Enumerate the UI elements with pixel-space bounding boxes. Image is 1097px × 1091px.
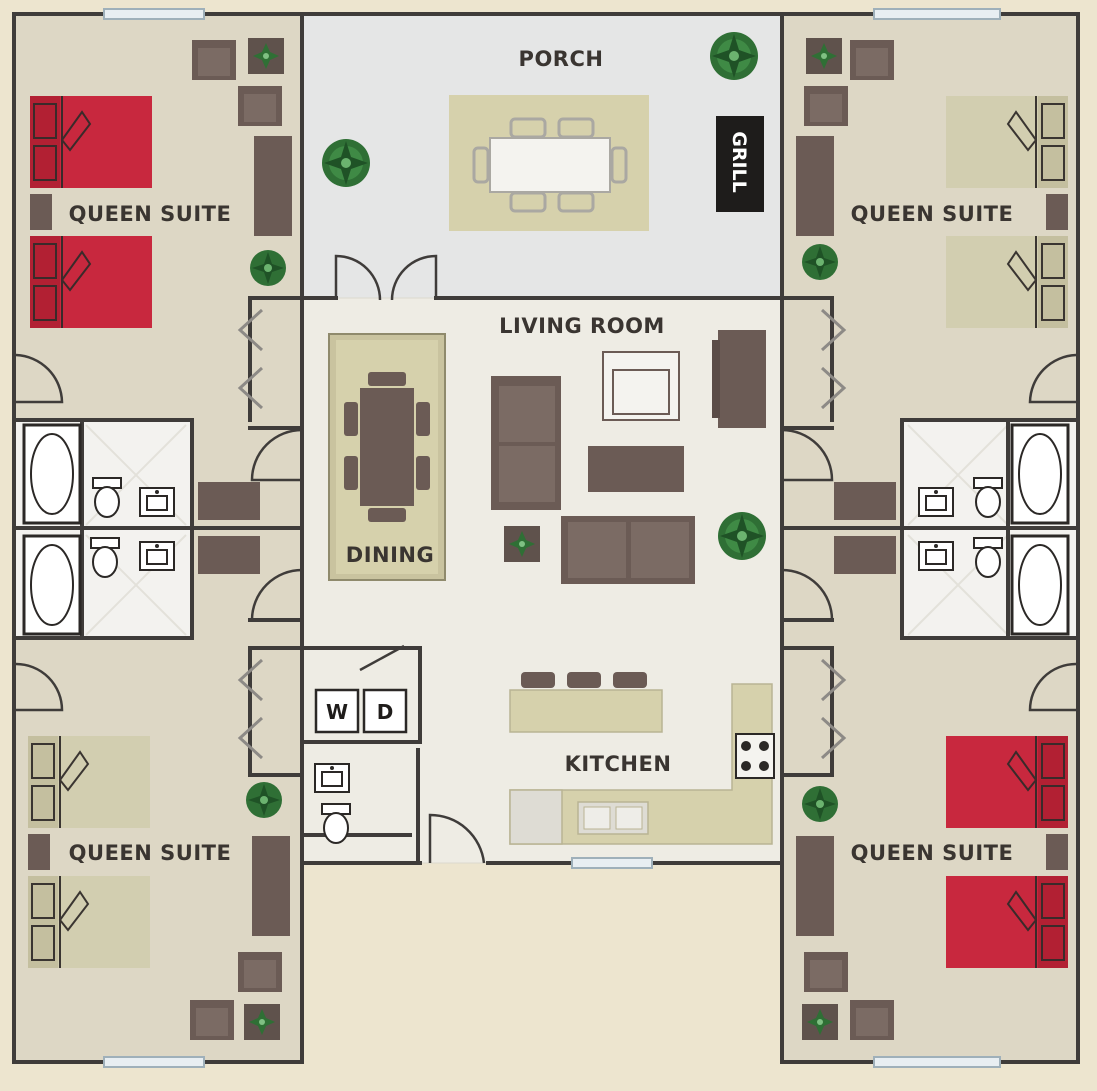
armchair-icon	[190, 1000, 234, 1040]
bed-icon	[946, 736, 1068, 828]
suite-top-right-label: QUEEN SUITE	[851, 202, 1014, 226]
suite-bottom-right-label: QUEEN SUITE	[851, 841, 1014, 865]
dresser	[252, 836, 290, 936]
closet-doors	[237, 308, 847, 760]
grill-label: GRILL	[728, 131, 750, 193]
dresser	[796, 136, 834, 236]
sofa	[491, 376, 561, 510]
bed-icon	[946, 236, 1068, 328]
potted-plant-icon	[248, 38, 284, 74]
toilet-icon	[92, 477, 122, 518]
bathtub-icon	[22, 423, 82, 525]
nightstand	[1046, 194, 1068, 230]
living-room: LIVING ROOM	[491, 314, 766, 584]
armchair-light	[602, 351, 680, 421]
bed-icon	[28, 876, 150, 968]
kitchen: KITCHEN	[509, 672, 775, 845]
tv-cabinet	[712, 330, 766, 428]
armchair-icon	[804, 86, 848, 126]
armchair-icon	[850, 1000, 894, 1040]
sink-icon	[139, 487, 175, 517]
bathtub-icon	[1010, 534, 1070, 636]
kitchen-sink-icon	[577, 801, 649, 835]
living-room-label: LIVING ROOM	[499, 314, 665, 338]
bar-stools	[521, 672, 647, 688]
plant-icon	[802, 786, 838, 822]
bed-icon	[946, 96, 1068, 188]
armchair-icon	[238, 952, 282, 992]
dryer-icon	[362, 688, 408, 734]
nightstand	[1046, 834, 1068, 870]
suite-bottom-left: QUEEN SUITE	[28, 736, 290, 1040]
nightstand	[30, 194, 52, 230]
suite-bottom-left-label: QUEEN SUITE	[69, 841, 232, 865]
bathtub-icon	[1010, 423, 1070, 525]
dresser	[796, 836, 834, 936]
armchair-icon	[850, 40, 894, 80]
laundry: W D	[314, 688, 408, 734]
washer-label: W	[326, 700, 348, 724]
dresser	[254, 136, 292, 236]
windows	[103, 8, 1001, 1068]
toilet-icon	[973, 477, 1003, 518]
plant-icon	[250, 250, 286, 286]
plant-icon	[322, 139, 370, 187]
armchair-icon	[192, 40, 236, 80]
potted-plant-icon	[806, 38, 842, 74]
suite-top-right: QUEEN SUITE	[796, 38, 1068, 328]
bathtub-icon	[22, 534, 82, 636]
loveseat	[561, 516, 695, 584]
kitchen-island	[509, 689, 663, 733]
potted-plant-icon	[244, 1004, 280, 1040]
suite-top-left-label: QUEEN SUITE	[69, 202, 232, 226]
sink-icon	[918, 541, 954, 571]
suite-bottom-right: QUEEN SUITE	[796, 736, 1068, 1040]
bed-icon	[30, 236, 152, 328]
west-bathrooms	[22, 423, 260, 636]
coffee-table	[588, 446, 684, 492]
plant-icon	[246, 782, 282, 818]
nightstand	[28, 834, 50, 870]
kitchen-label: KITCHEN	[565, 752, 672, 776]
washer-icon	[314, 688, 360, 734]
potted-plant-icon	[504, 526, 540, 562]
suite-top-left: QUEEN SUITE	[30, 38, 292, 328]
dryer-label: D	[377, 700, 394, 724]
porch: GRILL PORCH	[322, 32, 764, 231]
armchair-icon	[804, 952, 848, 992]
bath-tile-pattern	[85, 424, 1009, 636]
sink-icon	[918, 487, 954, 517]
dresser	[834, 482, 896, 520]
porch-table	[472, 117, 628, 213]
doors	[15, 254, 1077, 864]
dresser	[834, 536, 896, 574]
toilet-icon	[973, 537, 1003, 578]
toilet-icon	[90, 537, 120, 578]
fridge-icon	[509, 789, 563, 845]
dining-label: DINING	[346, 543, 434, 567]
porch-label: PORCH	[519, 47, 604, 71]
sink-icon	[314, 763, 350, 793]
potted-plant-icon	[802, 1004, 838, 1040]
plant-icon	[802, 244, 838, 280]
dining-table	[360, 388, 414, 506]
sink-icon	[139, 541, 175, 571]
stove-icon	[735, 733, 775, 779]
toilet-icon	[321, 803, 351, 844]
bed-icon	[28, 736, 150, 828]
dining-area: DINING	[328, 333, 446, 581]
plant-icon	[718, 512, 766, 560]
grill-icon: GRILL	[716, 116, 764, 212]
dresser	[198, 536, 260, 574]
east-bathrooms	[834, 423, 1070, 636]
dresser	[198, 482, 260, 520]
plant-icon	[710, 32, 758, 80]
bed-icon	[946, 876, 1068, 968]
armchair-icon	[238, 86, 282, 126]
courtyard	[302, 863, 782, 1063]
bed-icon	[30, 96, 152, 188]
dining-chairs	[344, 372, 430, 522]
